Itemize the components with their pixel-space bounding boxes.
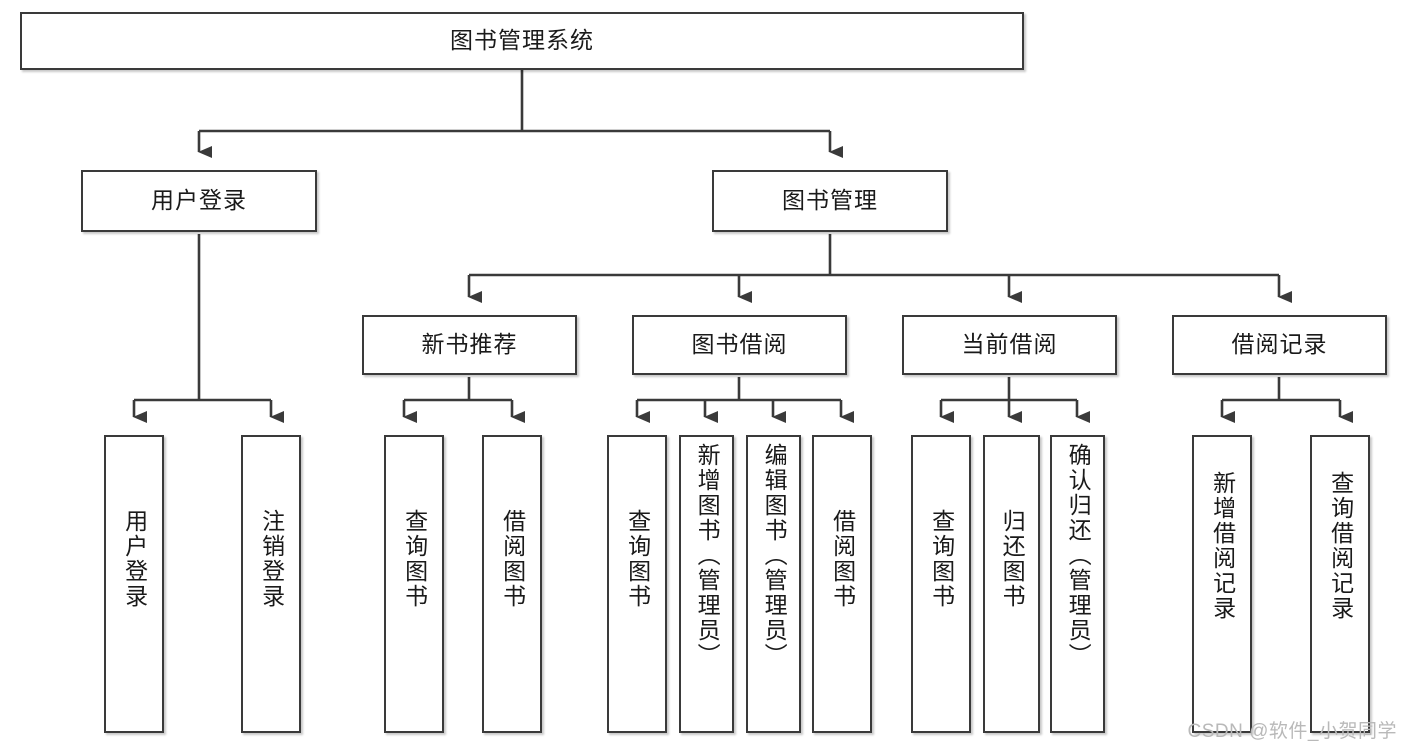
leaf-query-record[interactable]: 查询借阅记录	[1310, 435, 1370, 733]
leaf-user-login-label: 用户登录	[121, 509, 148, 609]
leaf-query-book-2-label: 查询图书	[624, 509, 651, 609]
node-current-borrow-label: 当前借阅	[961, 331, 1058, 358]
leaf-logout-label: 注销登录	[258, 509, 285, 609]
leaf-borrow-book-1-label: 借阅图书	[499, 509, 526, 609]
leaf-query-book-3[interactable]: 查询图书	[911, 435, 971, 733]
leaf-edit-book-label: 编辑图书（管理员）	[761, 443, 788, 668]
leaf-logout[interactable]: 注销登录	[241, 435, 301, 733]
leaf-add-book[interactable]: 新增图书（管理员）	[679, 435, 734, 733]
leaf-confirm-return-label: 确认归还（管理员）	[1065, 443, 1092, 668]
leaf-query-book-2[interactable]: 查询图书	[607, 435, 667, 733]
leaf-user-login[interactable]: 用户登录	[104, 435, 164, 733]
leaf-return-book-label: 归还图书	[999, 509, 1026, 609]
leaf-query-record-label: 查询借阅记录	[1327, 471, 1354, 621]
node-book-manage-label: 图书管理	[782, 187, 878, 214]
node-borrow-record-label: 借阅记录	[1231, 331, 1328, 358]
leaf-confirm-return[interactable]: 确认归还（管理员）	[1050, 435, 1105, 733]
leaf-borrow-book-2-label: 借阅图书	[829, 509, 856, 609]
node-user-login[interactable]: 用户登录	[81, 170, 317, 232]
node-new-book-recommend-label: 新书推荐	[421, 331, 518, 358]
leaf-add-record-label: 新增借阅记录	[1209, 471, 1236, 621]
node-root[interactable]: 图书管理系统	[20, 12, 1024, 70]
leaf-add-book-label: 新增图书（管理员）	[694, 443, 721, 668]
leaf-query-book-1-label: 查询图书	[401, 509, 428, 609]
node-book-borrow[interactable]: 图书借阅	[632, 315, 847, 375]
node-root-label: 图书管理系统	[450, 27, 594, 54]
leaf-borrow-book-2[interactable]: 借阅图书	[812, 435, 872, 733]
leaf-query-book-1[interactable]: 查询图书	[384, 435, 444, 733]
node-book-manage[interactable]: 图书管理	[712, 170, 948, 232]
leaf-borrow-book-1[interactable]: 借阅图书	[482, 435, 542, 733]
node-book-borrow-label: 图书借阅	[691, 331, 788, 358]
node-borrow-record[interactable]: 借阅记录	[1172, 315, 1387, 375]
node-user-login-label: 用户登录	[151, 187, 247, 214]
node-new-book-recommend[interactable]: 新书推荐	[362, 315, 577, 375]
leaf-edit-book[interactable]: 编辑图书（管理员）	[746, 435, 801, 733]
leaf-add-record[interactable]: 新增借阅记录	[1192, 435, 1252, 733]
leaf-query-book-3-label: 查询图书	[928, 509, 955, 609]
watermark: CSDN @软件_小贺同学	[1187, 721, 1397, 742]
leaf-return-book[interactable]: 归还图书	[983, 435, 1040, 733]
node-current-borrow[interactable]: 当前借阅	[902, 315, 1117, 375]
